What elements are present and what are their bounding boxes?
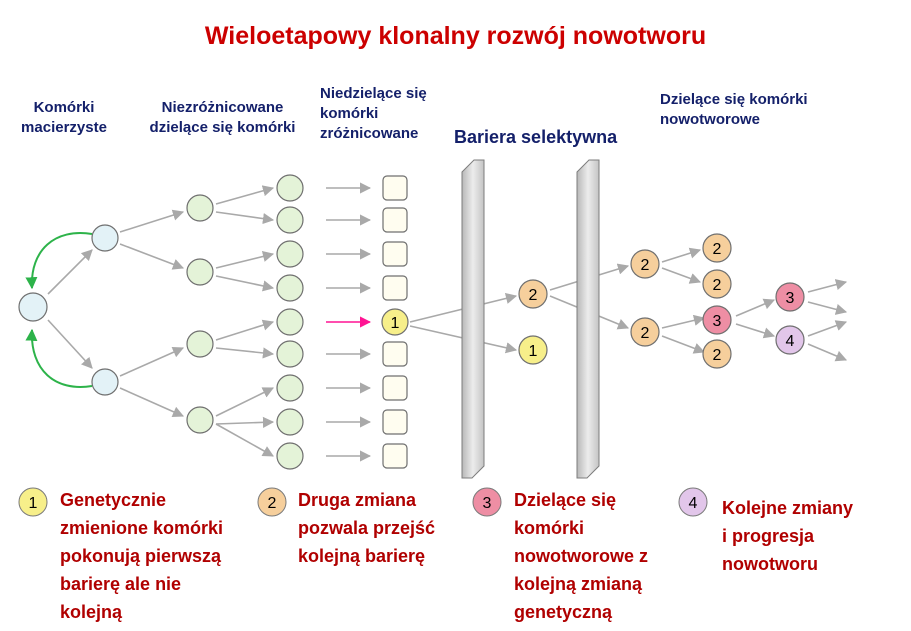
svg-text:1: 1 xyxy=(529,343,538,360)
stem-cell xyxy=(18,292,48,322)
mutated-cell-2: 2 xyxy=(518,279,548,309)
svg-text:1: 1 xyxy=(29,495,38,512)
svg-text:2: 2 xyxy=(641,257,650,274)
mutated-cell-2: 2 xyxy=(702,339,732,369)
division-arrow xyxy=(215,185,275,205)
legend-text-3: Dzielące się komórki nowotworowe z kolej… xyxy=(514,490,648,622)
undifferentiated-cell xyxy=(186,406,214,434)
svg-text:3: 3 xyxy=(786,290,795,307)
undifferentiated-cell xyxy=(276,340,304,368)
division-arrow xyxy=(215,387,275,417)
division-arrow xyxy=(119,209,185,233)
nondividing-cell xyxy=(382,375,408,401)
division-arrow xyxy=(215,211,275,225)
nondividing-cell xyxy=(382,175,408,201)
division-arrow xyxy=(119,243,185,270)
svg-text:2: 2 xyxy=(641,325,650,342)
svg-text:3: 3 xyxy=(713,313,722,330)
label-nondividing-cells: Niedzielące się komórki zróżnicowane xyxy=(320,85,427,142)
svg-text:2: 2 xyxy=(713,277,722,294)
undifferentiated-cell xyxy=(276,174,304,202)
self-renewal-arrow-bottom xyxy=(25,328,93,388)
mutated-cell-2: 2 xyxy=(630,317,660,347)
legend-icon-3: 3 xyxy=(471,486,503,523)
undifferentiated-cell xyxy=(276,308,304,336)
legend-icon-2: 2 xyxy=(256,486,288,523)
progenitor-cell xyxy=(91,224,119,252)
nondividing-cell xyxy=(382,207,408,233)
undifferentiated-cell xyxy=(276,408,304,436)
mutated-cell-2: 2 xyxy=(702,269,732,299)
division-arrow xyxy=(119,387,185,418)
undifferentiated-cell xyxy=(186,330,214,358)
undifferentiated-cell xyxy=(276,206,304,234)
label-undifferentiated-cells: Niezróżnicowane dzielące się komórki xyxy=(149,99,296,136)
clone-arrow xyxy=(661,314,706,329)
clone-arrow xyxy=(807,320,848,337)
selective-barrier-1 xyxy=(461,159,485,479)
clone-arrow xyxy=(661,267,702,284)
clone-arrow xyxy=(735,298,776,317)
nondividing-cell xyxy=(382,443,408,469)
undifferentiated-cell xyxy=(276,442,304,470)
svg-text:4: 4 xyxy=(689,495,698,512)
nondividing-cell xyxy=(382,275,408,301)
selective-barrier-2 xyxy=(576,159,600,479)
clone-arrow xyxy=(807,343,848,362)
mutated-cell-1: 1 xyxy=(518,335,548,365)
legend-text-2: Druga zmiana pozwala przejść kolejną bar… xyxy=(298,490,436,566)
mutated-cell-2: 2 xyxy=(630,249,660,279)
division-arrow xyxy=(119,346,185,377)
undifferentiated-cell xyxy=(276,374,304,402)
mutated-cell-3: 3 xyxy=(702,305,732,335)
self-renewal-arrow-top xyxy=(25,232,93,290)
svg-text:4: 4 xyxy=(786,333,795,350)
stem-to-progenitor-arrow xyxy=(47,249,93,295)
clone-arrow xyxy=(807,279,848,293)
svg-text:1: 1 xyxy=(391,315,400,332)
nondividing-cell xyxy=(382,341,408,367)
svg-text:2: 2 xyxy=(529,287,538,304)
svg-text:2: 2 xyxy=(268,495,277,512)
legend-text-1: Genetycznie zmienione komórki pokonują p… xyxy=(60,490,224,622)
legend-icon-4: 4 xyxy=(677,486,709,523)
undifferentiated-cell xyxy=(186,194,214,222)
undifferentiated-cell xyxy=(276,240,304,268)
svg-text:2: 2 xyxy=(713,241,722,258)
label-selective-barrier: Bariera selektywna xyxy=(454,127,618,147)
legend-text-4: Kolejne zmiany i progresja nowotworu xyxy=(722,498,854,574)
legend-icon-1: 1 xyxy=(17,486,49,523)
svg-text:2: 2 xyxy=(713,347,722,364)
mutated-cell-2: 2 xyxy=(702,233,732,263)
clone-arrow xyxy=(807,301,848,315)
clone-arrow xyxy=(735,323,776,339)
label-stem-cells: Komórki macierzyste xyxy=(21,99,107,136)
undifferentiated-cell xyxy=(186,258,214,286)
mutated-cell-4: 4 xyxy=(775,325,805,355)
division-arrow xyxy=(215,275,275,292)
mutated-cell-1: 1 xyxy=(381,308,409,336)
svg-text:3: 3 xyxy=(483,495,492,512)
undifferentiated-cell xyxy=(276,274,304,302)
clone-arrow xyxy=(661,247,702,263)
division-arrow xyxy=(215,347,275,359)
division-arrow xyxy=(215,416,275,428)
division-arrow xyxy=(215,423,274,457)
page-title: Wieloetapowy klonalny rozwój nowotworu xyxy=(204,22,707,50)
nondividing-cell xyxy=(382,241,408,267)
division-arrow xyxy=(215,319,275,341)
label-tumor-cells: Dzielące się komórki nowotworowe xyxy=(660,91,808,128)
nondividing-cell xyxy=(382,409,408,435)
mutated-cell-3: 3 xyxy=(775,282,805,312)
stem-to-progenitor-arrow xyxy=(47,319,93,369)
clone-arrow xyxy=(661,335,706,354)
division-arrow xyxy=(215,250,275,269)
progenitor-cell xyxy=(91,368,119,396)
